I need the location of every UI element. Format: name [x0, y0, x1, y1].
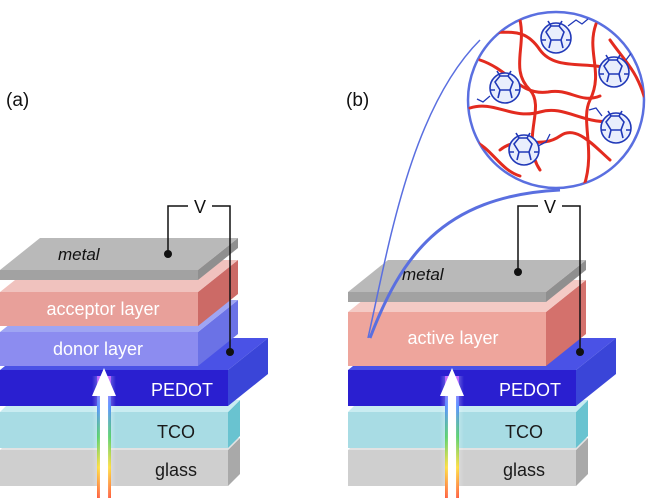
light-arrow-icon: [440, 368, 464, 498]
tco-layer-b: TCO: [348, 400, 588, 448]
glass-label-b: glass: [503, 460, 545, 480]
fullerene-icon: [489, 20, 632, 166]
voltage-label-a: V: [194, 197, 206, 217]
voltage-label-b: V: [544, 197, 556, 217]
glass-label-a: glass: [155, 460, 197, 480]
panel-b-label: (b): [346, 90, 369, 111]
circuit-b: [517, 205, 581, 352]
tco-label-a: TCO: [157, 422, 195, 442]
donor-label: donor layer: [53, 339, 143, 359]
tco-layer-a: TCO: [0, 400, 240, 448]
metal-layer-a: metal: [0, 238, 238, 280]
metal-contact-dot-b: [514, 268, 522, 276]
light-beam-a: [92, 368, 116, 498]
panel-a-label: (a): [6, 90, 29, 111]
pedot-label-a: PEDOT: [151, 380, 213, 400]
panel-b: (b) glass TCO PEDOT active layer: [346, 10, 646, 498]
panel-a: (a) glass TCO PEDOT donor layer: [0, 90, 268, 498]
tco-label-b: TCO: [505, 422, 543, 442]
light-beam-b: [440, 368, 464, 498]
pedot-contact-dot-b: [576, 348, 584, 356]
pedot-contact-dot-a: [226, 348, 234, 356]
metal-label-b: metal: [402, 265, 445, 284]
pedot-label-b: PEDOT: [499, 380, 561, 400]
active-label: active layer: [407, 328, 498, 348]
metal-label-a: metal: [58, 245, 101, 264]
active-layer-b: active layer: [348, 280, 586, 366]
zoom-callout: [367, 39, 561, 339]
light-arrow-icon: [92, 368, 116, 498]
metal-layer-b: metal: [348, 260, 586, 302]
circuit-a: [167, 205, 231, 352]
acceptor-label: acceptor layer: [46, 299, 159, 319]
metal-contact-dot-a: [164, 250, 172, 258]
blend-inset: [466, 10, 646, 190]
